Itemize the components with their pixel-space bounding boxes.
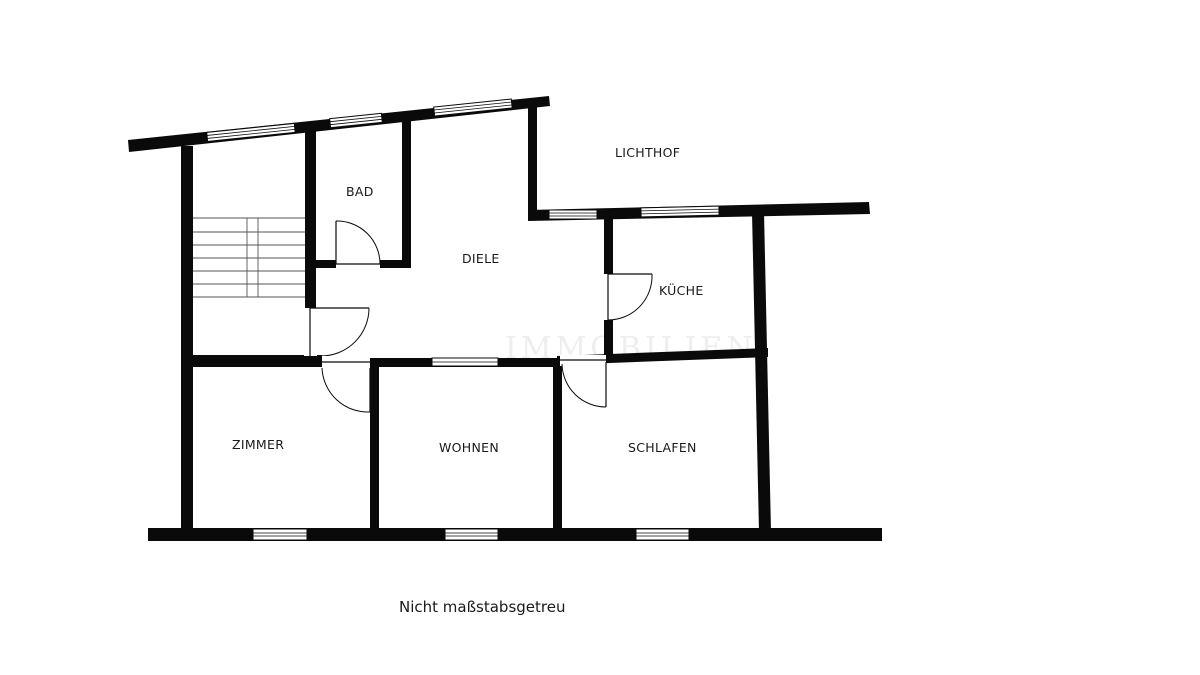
label-zimmer: ZIMMER <box>232 437 284 452</box>
window-bottom-3 <box>635 528 690 541</box>
wall-stair-right <box>305 126 316 308</box>
label-bad: BAD <box>346 184 374 199</box>
wall-bath-right <box>402 118 411 268</box>
wall-court-vertical <box>528 104 537 218</box>
door-stair[interactable] <box>304 307 370 357</box>
window-bottom-2 <box>444 528 499 541</box>
wall-zimmer-wohnen <box>370 360 379 532</box>
doors <box>304 220 653 413</box>
window-top-1 <box>206 122 296 142</box>
label-diele: DIELE <box>462 251 500 266</box>
label-kueche: KÜCHE <box>659 282 704 298</box>
label-wohnen: WOHNEN <box>439 440 499 455</box>
window-top-2 <box>329 112 383 129</box>
walls <box>128 96 882 541</box>
wall-bottom-exterior <box>148 528 882 541</box>
door-zimmer[interactable] <box>321 356 371 413</box>
door-bath[interactable] <box>335 220 381 269</box>
label-schlafen: SCHLAFEN <box>628 440 697 455</box>
window-court-1 <box>548 209 598 220</box>
staircase <box>193 217 305 298</box>
windows <box>206 98 720 541</box>
wall-stair-bottom <box>187 355 322 367</box>
door-schlafen[interactable] <box>560 355 607 408</box>
label-lichthof: LICHTHOF <box>615 145 680 160</box>
window-court-2 <box>640 205 720 218</box>
wall-wohnen-schlafen <box>553 358 562 530</box>
wall-left-exterior <box>181 146 193 534</box>
window-corridor <box>431 357 499 367</box>
window-top-3 <box>433 98 513 117</box>
wall-right-exterior <box>752 212 771 532</box>
wall-corridor-bottom-right <box>557 348 768 365</box>
door-kueche[interactable] <box>603 273 653 321</box>
scale-note: Nicht maßstabsgetreu <box>399 598 566 616</box>
window-bottom-1 <box>252 528 308 541</box>
